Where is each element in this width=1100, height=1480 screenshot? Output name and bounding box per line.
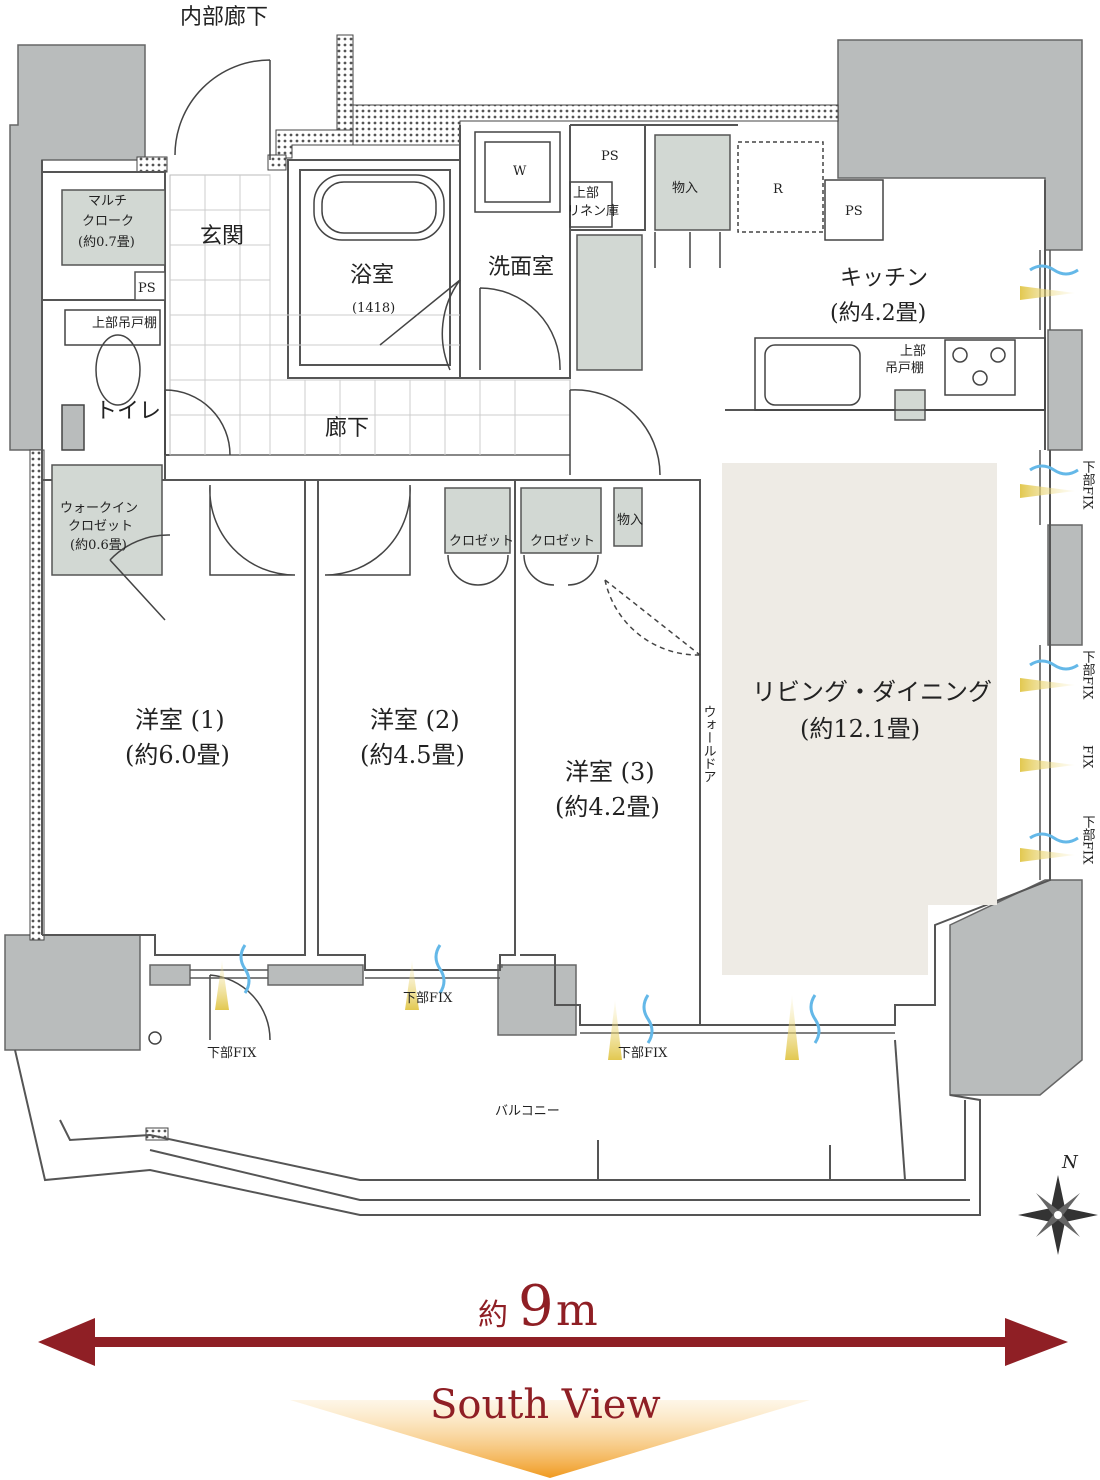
multi-cloak-label-2: クローク <box>82 214 134 229</box>
lower-fix-label-3: 下部FIX <box>618 1046 668 1061</box>
walkin-label-1: ウォークイン <box>60 501 138 516</box>
ps-label-1: PS <box>138 281 156 296</box>
lower-fix-label-2: 下部FIX <box>403 991 453 1006</box>
door-swings <box>109 59 721 1041</box>
closet-fills <box>51 134 926 576</box>
kitchen-label: キッチン <box>840 266 928 291</box>
dimension-value: 9 <box>518 1274 554 1339</box>
room2-size: (約4.5畳) <box>360 741 465 769</box>
hallway-label: 廊下 <box>325 416 369 441</box>
dimension-prefix: 約 <box>478 1298 508 1333</box>
room3-label: 洋室 (3) <box>565 758 655 786</box>
fixtures <box>61 131 1046 451</box>
room1-size: (約6.0畳) <box>125 741 230 769</box>
multi-cloak-size: (約0.7畳) <box>78 235 135 250</box>
hallway-tiles <box>169 174 571 456</box>
washroom-label: 洗面室 <box>488 255 554 280</box>
walkin-label-2: クロゼット <box>68 519 133 534</box>
breeze-marks <box>215 264 1079 1060</box>
ps-label-3: PS <box>845 204 863 219</box>
bath-label: 浴室 <box>350 263 394 288</box>
kitchen-shelf-2: 吊戸棚 <box>885 361 924 376</box>
washer-label: W <box>513 164 527 179</box>
linen-label-1: 上部 <box>573 186 599 201</box>
closet-label-2: クロゼット <box>530 534 595 549</box>
lower-fix-label-1: 下部FIX <box>207 1046 257 1061</box>
lower-fix-v-1: 下部FIX <box>1080 460 1096 510</box>
storage-label-2: 物入 <box>617 513 643 528</box>
room3-size: (約4.2畳) <box>555 793 660 821</box>
storage-label-1: 物入 <box>672 181 698 196</box>
living-label: リビング・ダイニング <box>752 678 992 706</box>
balcony-label: バルコニー <box>495 1104 560 1119</box>
living-dining-floor <box>722 463 997 975</box>
south-view-arrow <box>290 1400 810 1478</box>
toilet-label: トイレ <box>95 399 161 424</box>
living-size: (約12.1畳) <box>800 715 920 743</box>
dimension-unit: m <box>556 1285 598 1336</box>
linen-label-2: リネン庫 <box>567 204 619 219</box>
hatched-walls <box>29 34 839 1141</box>
structural-columns <box>4 39 1083 1096</box>
compass-rose <box>1018 1175 1098 1255</box>
ps-label-2: PS <box>601 149 619 164</box>
genkan-label: 玄関 <box>200 224 244 249</box>
closet-label-1: クロゼット <box>449 534 514 549</box>
dimension-arrow <box>38 1318 1068 1366</box>
lower-fix-v-2: 下部FIX <box>1080 650 1096 700</box>
wall-door-label: ウォールドア <box>701 705 716 783</box>
multi-cloak-label-1: マルチ <box>88 194 127 209</box>
toilet-shelf-label: 上部吊戸棚 <box>92 316 157 331</box>
south-view-label: South View <box>430 1382 661 1428</box>
bath-size: (1418) <box>352 301 395 316</box>
room1-label: 洋室 (1) <box>135 706 225 734</box>
drain-circle <box>148 1031 162 1045</box>
ps-box-1 <box>134 271 166 301</box>
fridge-label: R <box>773 182 784 197</box>
kitchen-shelf-1: 上部 <box>900 344 926 359</box>
fix-v: FIX <box>1080 745 1095 769</box>
corridor-label: 内部廊下 <box>180 5 268 30</box>
room2-label: 洋室 (2) <box>370 706 460 734</box>
balcony-outline <box>14 1039 981 1216</box>
north-label: N <box>1061 1152 1079 1173</box>
walkin-size: (約0.6畳) <box>70 538 127 553</box>
kitchen-size: (約4.2畳) <box>830 301 926 326</box>
lower-fix-v-3: 下部FIX <box>1080 815 1096 865</box>
